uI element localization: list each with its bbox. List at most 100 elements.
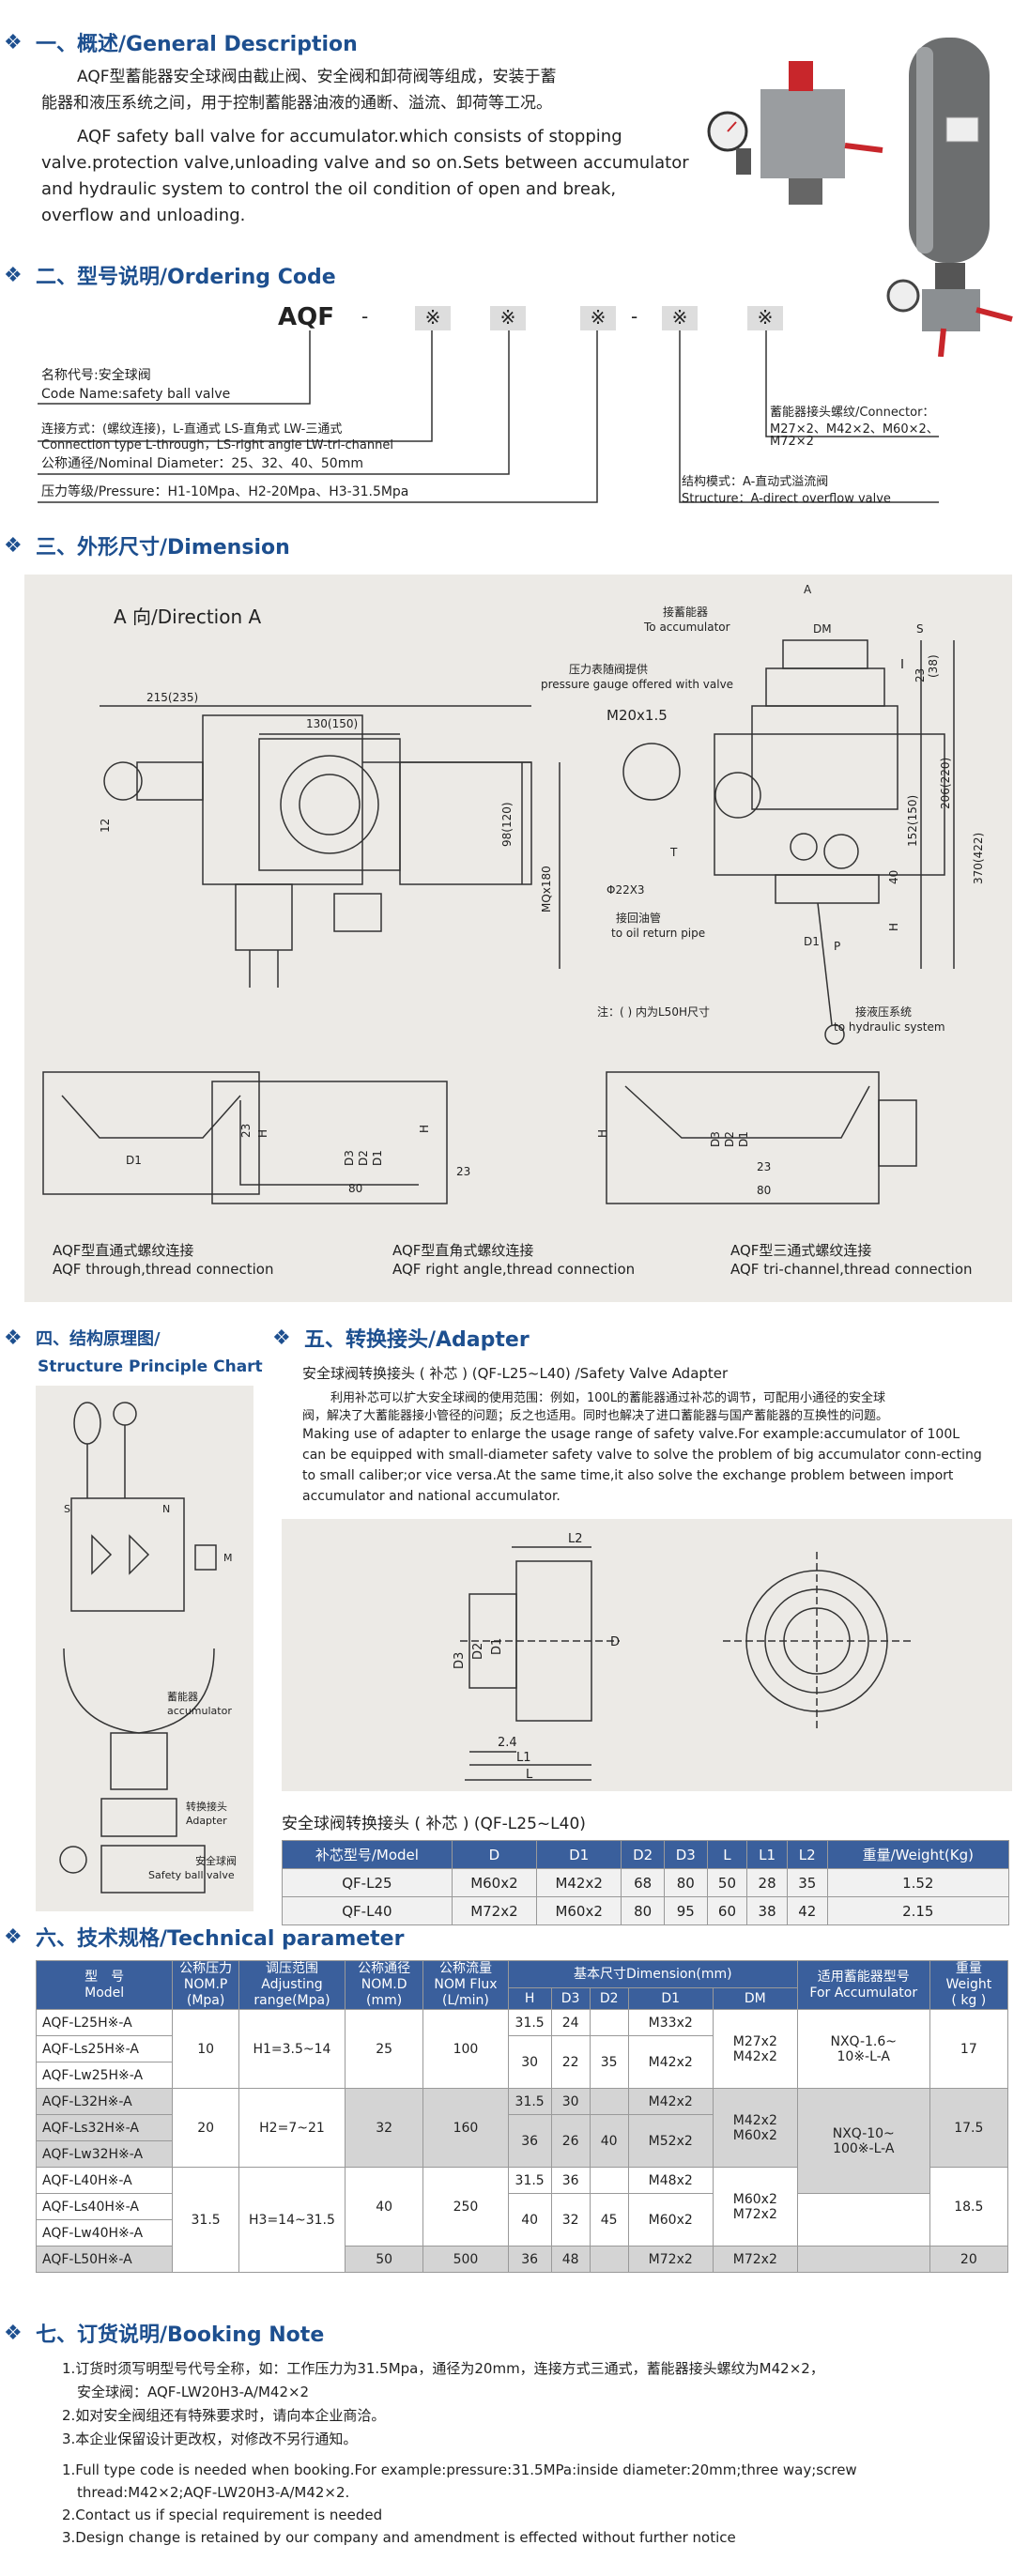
- code-dash-1: -: [361, 305, 369, 328]
- dim-98: 98(120): [500, 802, 514, 847]
- adp-d: D: [610, 1635, 620, 1649]
- code-dash-2: -: [631, 305, 638, 328]
- dim-23-right: 23: [914, 668, 927, 682]
- dim-h-b: H: [418, 1125, 431, 1133]
- dim-38: (38): [927, 654, 940, 678]
- structure-panel: [36, 1386, 253, 1911]
- table-row: AQF-Ls40H※-A 40 32 45 M60x2: [35, 2193, 1008, 2246]
- adp-l: L: [526, 1768, 533, 1782]
- table-row: AQF-L32H※-A 20 H2=7~21 32 160 31.5 30 M4…: [35, 2088, 1009, 2194]
- adapter-col-header: D2: [621, 1840, 665, 1869]
- conn-en: Connection type L-through，LS-right angle…: [41, 438, 393, 452]
- struct-acc-en: accumulator: [167, 1705, 232, 1717]
- dim-80-c: 80: [757, 1184, 771, 1197]
- desc-cn-1: AQF型蓄能器安全球阀由截止阀、安全阀和卸荷阀等组成，安装于蓄: [77, 68, 557, 86]
- dim-40: 40: [887, 870, 900, 884]
- adapter-table-title: 安全球阀转换接头 ( 补芯 ) (QF-L25~L40): [282, 1815, 586, 1833]
- table-cell: 1.52: [826, 1868, 1010, 1897]
- adapter-col-header: 重量/Weight(Kg): [826, 1840, 1010, 1869]
- adp-24: 2.4: [498, 1736, 517, 1750]
- table-row: AQF-Lw40H※-A: [35, 2219, 1008, 2246]
- section-title-adapter: ❖ 五、转换接头/Adapter: [272, 1326, 530, 1353]
- booking-cn-1b: 安全球阀：AQF-LW20H3-A/M42×2: [77, 2384, 310, 2400]
- adapter-col-header: L2: [786, 1840, 828, 1869]
- adapter-col-header: D: [451, 1840, 538, 1869]
- code-slot-3: ※: [580, 306, 616, 330]
- section-title-technical: ❖ 六、技术规格/Technical parameter: [4, 1924, 405, 1952]
- diamond-icon: ❖: [4, 1326, 23, 1350]
- dim-m20: M20x1.5: [607, 707, 668, 724]
- conn-cn: 连接方式：(螺纹连接)，L-直通式 LS-直角式 LW-三通式: [41, 422, 343, 437]
- ordering-connector-lines: [38, 330, 939, 503]
- dim-d3-c: D3: [709, 1131, 722, 1147]
- table-cell: 80: [621, 1896, 665, 1925]
- section-title-dimension: ❖ 三、外形尺寸/Dimension: [4, 533, 290, 560]
- diam-text: 公称通径/Nominal Diameter：25、32、40、50mm: [41, 456, 363, 471]
- struct-en: Structure：A-direct overflow valve: [682, 492, 891, 506]
- th-dim: 基本尺寸Dimension(mm): [507, 1960, 798, 1988]
- table-cell: M72x2: [451, 1896, 538, 1925]
- gauge-cn: 压力表随阀提供: [569, 662, 648, 676]
- dim-h-right: H: [887, 923, 900, 931]
- dim-d1-b: D1: [371, 1150, 384, 1166]
- valve-block: [922, 289, 980, 331]
- adapter-en-4: accumulator and national accumulator.: [302, 1489, 561, 1504]
- desc-en-1: AQF safety ball valve for accumulator.wh…: [77, 127, 622, 146]
- return-cn: 接回油管: [616, 911, 661, 925]
- struct-adapter-en: Adapter: [186, 1815, 227, 1827]
- section-title-ordering: ❖ 二、型号说明/Ordering Code: [4, 263, 336, 290]
- booking-en-1b: thread:M42×2;AQF-LW20H3-A/M42×2.: [77, 2484, 350, 2501]
- section-title-general: ❖ 一、概述/General Description: [4, 30, 358, 57]
- hyd-cn: 接液压系统: [855, 1004, 912, 1019]
- desc-cn-2: 能器和液压系统之间，用于控制蓄能器油液的通断、溢流、卸荷等工况。: [41, 94, 552, 113]
- struct-valve-en: Safety ball valve: [148, 1869, 235, 1881]
- adapter-heading: 安全球阀转换接头 ( 补芯 ) (QF-L25~L40) /Safety Val…: [302, 1365, 729, 1382]
- label-a: A: [804, 583, 812, 596]
- dim-mq180: MQx180: [540, 866, 553, 912]
- th-dm: DM: [712, 1987, 798, 2010]
- code-slot-4: ※: [662, 306, 698, 330]
- table-cell: M42x2: [536, 1868, 622, 1897]
- th-h: H: [507, 1987, 552, 2010]
- table-cell: 2.15: [826, 1896, 1010, 1925]
- dim-23-c: 23: [757, 1160, 771, 1173]
- table-cell: M60x2: [536, 1896, 622, 1925]
- adapter-panel: [282, 1519, 1012, 1791]
- connector-v2: M72×2: [770, 435, 814, 449]
- dim-d2-b: D2: [357, 1150, 370, 1166]
- adp-d3: D3: [453, 1652, 467, 1669]
- table-cell: M60x2: [451, 1868, 538, 1897]
- adapter-col-header: D3: [663, 1840, 708, 1869]
- dim-d1-right: D1: [804, 935, 820, 948]
- dim-d1-a: D1: [126, 1154, 142, 1167]
- table-cell: 38: [746, 1896, 788, 1925]
- adapter-en-2: can be equipped with small-diameter safe…: [302, 1448, 982, 1463]
- table-cell: 80: [663, 1868, 708, 1897]
- cap3-en: AQF tri-channel,thread connection: [730, 1261, 973, 1278]
- diamond-icon: ❖: [272, 1326, 291, 1350]
- th-d2: D2: [589, 1987, 629, 2010]
- table-cell: QF-L25: [282, 1868, 453, 1897]
- adapter-cn-1: 利用补芯可以扩大安全球阀的使用范围：例如，100L的蓄能器通过补芯的调节，可配用…: [330, 1391, 886, 1405]
- adapter-col-header: L1: [746, 1840, 788, 1869]
- struct-n: N: [162, 1503, 170, 1515]
- table-cell: 60: [706, 1896, 748, 1925]
- label-p: P: [834, 940, 840, 953]
- adapter-col-header: D1: [536, 1840, 622, 1869]
- booking-en-1: 1.Full type code is needed when booking.…: [62, 2461, 857, 2478]
- label-dm: DM: [813, 622, 832, 636]
- table-cell: QF-L40: [282, 1896, 453, 1925]
- struct-adapter-cn: 转换接头: [186, 1800, 227, 1813]
- label-s: S: [916, 622, 924, 636]
- gauge-icon: [886, 279, 920, 313]
- dimension-panel: [24, 575, 1012, 1302]
- struct-valve-cn: 安全球阀: [195, 1854, 237, 1867]
- booking-cn-1: 1.订货时须写明型号代号全称，如：工作压力为31.5Mpa，通径为20mm，连接…: [62, 2360, 824, 2377]
- diamond-icon: ❖: [4, 30, 23, 54]
- table-cell: 95: [663, 1896, 708, 1925]
